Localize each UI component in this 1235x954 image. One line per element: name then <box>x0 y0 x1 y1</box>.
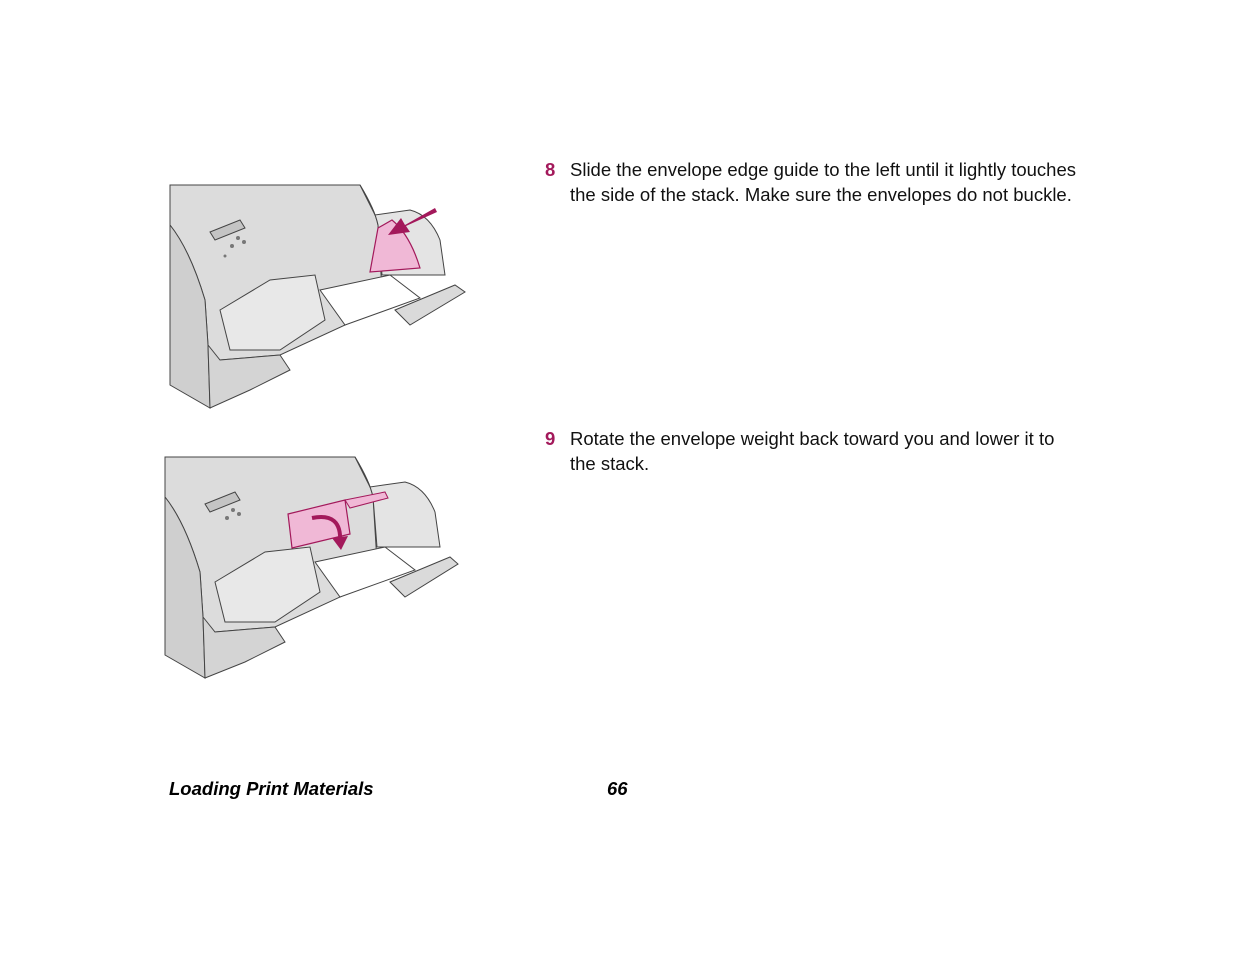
step-instruction: Slide the envelope edge guide to the lef… <box>570 159 1077 205</box>
footer-section-title: Loading Print Materials <box>169 778 374 799</box>
step-number: 9 <box>545 428 556 449</box>
step-instruction: Rotate the envelope weight back toward y… <box>570 428 1055 474</box>
edge-guide-highlight <box>369 219 421 273</box>
step-number: 8 <box>545 159 556 180</box>
footer-page-number: 66 <box>607 778 628 799</box>
envelope-weight-highlight <box>287 499 351 549</box>
slide-arrow-icon <box>388 208 437 235</box>
step-8-illustration <box>160 180 470 412</box>
step-9-illustration <box>160 452 465 684</box>
